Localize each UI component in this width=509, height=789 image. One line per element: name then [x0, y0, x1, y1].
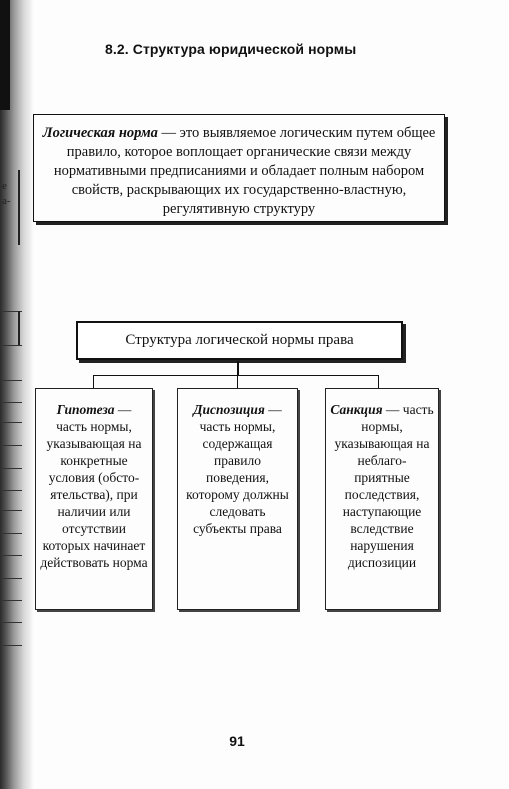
- disposition-term: Диспозиция: [193, 402, 265, 417]
- connector-right: [378, 375, 380, 388]
- margin-fragment: е: [2, 180, 7, 192]
- definition-box: Логическая норма — это выявляемое логиче…: [33, 114, 445, 222]
- connector-bar: [93, 375, 379, 377]
- connector-left: [93, 375, 95, 388]
- hypothesis-box: Гипотеза — часть нормы, указывающая на к…: [35, 388, 153, 610]
- structure-title-box: Структура логической нормы права: [76, 321, 403, 360]
- scan-shadow-dark: [0, 0, 10, 110]
- margin-line: [0, 380, 22, 381]
- margin-line: [0, 311, 22, 312]
- adjacent-page-margin: е а-: [0, 150, 26, 690]
- margin-bar: [18, 170, 20, 245]
- margin-bar: [18, 311, 20, 345]
- margin-line: [0, 345, 22, 346]
- section-heading: 8.2. Структура юридической нормы: [105, 41, 357, 57]
- hypothesis-term: Гипотеза: [56, 402, 115, 417]
- margin-line: [0, 578, 22, 579]
- disposition-box: Диспозиция — часть нормы, содержащая пра…: [177, 388, 298, 610]
- margin-line: [0, 555, 22, 556]
- structure-title: Структура логической нормы права: [125, 332, 354, 348]
- margin-line: [0, 468, 22, 469]
- margin-line: [0, 422, 22, 423]
- margin-line: [0, 445, 22, 446]
- sanction-text: — часть нормы, указывающая на неблаго-пр…: [334, 402, 434, 570]
- margin-line: [0, 600, 22, 601]
- disposition-text: — часть нормы, содержащая правило поведе…: [186, 402, 289, 536]
- definition-term: Логическая норма: [42, 125, 158, 141]
- connector-middle: [237, 375, 239, 388]
- page-number: 91: [229, 733, 245, 749]
- sanction-term: Санкция: [330, 402, 383, 417]
- margin-line: [0, 490, 22, 491]
- margin-line: [0, 622, 22, 623]
- margin-line: [0, 510, 22, 511]
- definition-text: — это выявляемое логическим путем общее …: [53, 125, 436, 217]
- sanction-box: Санкция — часть нормы, указывающая на не…: [325, 388, 439, 610]
- margin-line: [0, 402, 22, 403]
- margin-fragment: а-: [2, 195, 11, 207]
- margin-line: [0, 533, 22, 534]
- margin-line: [0, 645, 22, 646]
- connector-stem: [237, 361, 239, 375]
- scan-shadow: [0, 0, 34, 789]
- hypothesis-text: — часть нормы, указывающая на конкретные…: [40, 402, 148, 570]
